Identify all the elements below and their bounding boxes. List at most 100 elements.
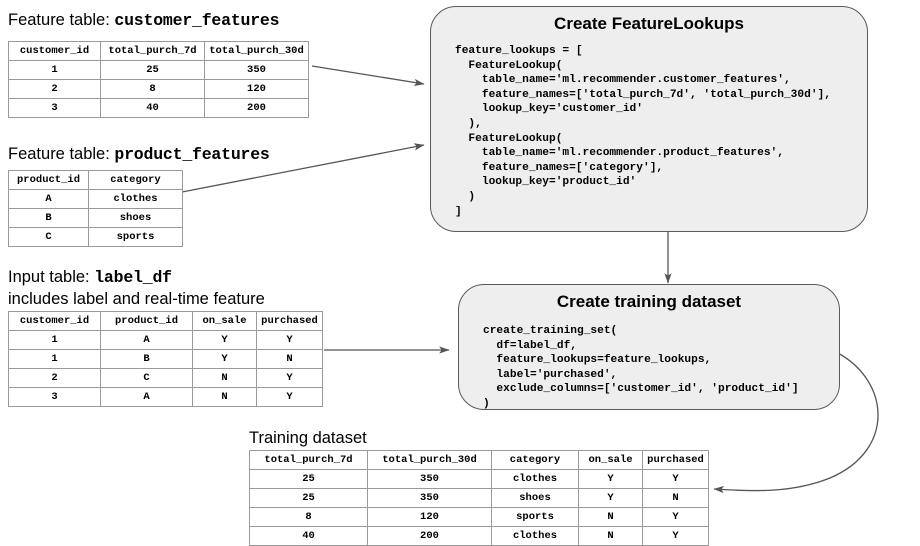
table-cell: 200 [367, 526, 492, 546]
table-cell: Y [642, 507, 709, 527]
column-header: on_sale [578, 450, 643, 470]
table-cell: 8 [100, 79, 205, 99]
table-cell: Y [192, 349, 257, 369]
customer-features-table-name: customer_features [114, 11, 280, 30]
table-cell: Y [192, 330, 257, 350]
table-row: 2 8 120 [8, 79, 309, 99]
table-cell: 1 [8, 330, 101, 350]
table-cell: shoes [88, 208, 183, 228]
create-training-dataset-title: Create training dataset [556, 292, 742, 311]
column-header: total_purch_7d [100, 41, 205, 61]
table-cell: B [100, 349, 193, 369]
product-features-table-name: product_features [114, 145, 270, 164]
table-cell: N [642, 488, 709, 508]
create-featurelookups-box: Create FeatureLookups feature_lookups = … [430, 6, 868, 232]
table-cell: 200 [204, 98, 309, 118]
training-dataset-table: total_purch_7d total_purch_30d category … [249, 450, 709, 546]
arrow-customer-features-to-lookups [311, 65, 425, 87]
customer-features-caption: Feature table: customer_features [8, 10, 280, 31]
table-cell: C [100, 368, 193, 388]
table-cell: N [256, 349, 323, 369]
table-cell: 350 [204, 60, 309, 80]
table-cell: 120 [367, 507, 492, 527]
column-header: customer_id [8, 311, 101, 331]
table-row: C sports [8, 227, 183, 247]
column-header: product_id [100, 311, 193, 331]
table-row: 3 A N Y [8, 387, 323, 407]
table-cell: clothes [88, 189, 183, 209]
table-cell: Y [642, 526, 709, 546]
featurelookups-code-block: feature_lookups = [ FeatureLookup( table… [455, 45, 831, 218]
table-cell: Y [642, 469, 709, 489]
table-cell: 40 [249, 526, 368, 546]
table-cell: 350 [367, 488, 492, 508]
table-cell: sports [88, 227, 183, 247]
training-set-code-block: create_training_set( df=label_df, featur… [483, 325, 799, 410]
label-df-table: customer_id product_id on_sale purchased… [8, 311, 323, 407]
table-cell: 8 [249, 507, 368, 527]
table-cell: 3 [8, 387, 101, 407]
customer-features-caption-prefix: Feature table: [8, 11, 115, 29]
label-df-caption-line2: includes label and real-time feature [8, 290, 265, 308]
table-cell: 1 [8, 349, 101, 369]
table-row: 25 350 clothes Y Y [249, 469, 709, 489]
table-row: 1 25 350 [8, 60, 309, 80]
table-header-row: customer_id total_purch_7d total_purch_3… [8, 41, 309, 61]
table-cell: 2 [8, 368, 101, 388]
table-cell: N [192, 368, 257, 388]
table-cell: N [192, 387, 257, 407]
column-header: customer_id [8, 41, 101, 61]
table-header-row: total_purch_7d total_purch_30d category … [249, 450, 709, 470]
table-header-row: product_id category [8, 170, 183, 190]
table-cell: A [100, 387, 193, 407]
table-cell: B [8, 208, 89, 228]
table-cell: 25 [249, 488, 368, 508]
table-row: 1 A Y Y [8, 330, 323, 350]
table-cell: 40 [100, 98, 205, 118]
table-row: 40 200 clothes N Y [249, 526, 709, 546]
table-cell: 120 [204, 79, 309, 99]
label-df-caption-prefix: Input table: [8, 268, 95, 286]
table-row: B shoes [8, 208, 183, 228]
column-header: total_purch_30d [367, 450, 492, 470]
table-cell: sports [491, 507, 579, 527]
table-cell: clothes [491, 469, 579, 489]
column-header: product_id [8, 170, 89, 190]
table-cell: Y [256, 330, 323, 350]
table-cell: 2 [8, 79, 101, 99]
table-cell: N [578, 526, 643, 546]
table-cell: Y [578, 469, 643, 489]
table-row: 1 B Y N [8, 349, 323, 369]
table-cell: 25 [100, 60, 205, 80]
table-cell: shoes [491, 488, 579, 508]
column-header: total_purch_30d [204, 41, 309, 61]
product-features-table: product_id category A clothes B shoes C … [8, 170, 183, 247]
table-row: 2 C N Y [8, 368, 323, 388]
table-header-row: customer_id product_id on_sale purchased [8, 311, 323, 331]
table-cell: Y [256, 387, 323, 407]
table-cell: Y [256, 368, 323, 388]
table-row: A clothes [8, 189, 183, 209]
column-header: category [88, 170, 183, 190]
product-features-caption-prefix: Feature table: [8, 145, 115, 163]
column-header: purchased [642, 450, 709, 470]
table-cell: A [8, 189, 89, 209]
table-cell: N [578, 507, 643, 527]
table-cell: C [8, 227, 89, 247]
label-df-caption-line1: Input table: label_df [8, 267, 172, 288]
table-cell: 3 [8, 98, 101, 118]
table-cell: A [100, 330, 193, 350]
table-row: 8 120 sports N Y [249, 507, 709, 527]
table-row: 25 350 shoes Y N [249, 488, 709, 508]
table-cell: clothes [491, 526, 579, 546]
column-header: category [491, 450, 579, 470]
create-training-dataset-box: Create training dataset create_training_… [458, 284, 840, 410]
training-dataset-caption: Training dataset [249, 429, 367, 447]
table-cell: Y [578, 488, 643, 508]
table-row: 3 40 200 [8, 98, 309, 118]
column-header: total_purch_7d [249, 450, 368, 470]
product-features-caption: Feature table: product_features [8, 144, 270, 165]
customer-features-table: customer_id total_purch_7d total_purch_3… [8, 41, 309, 118]
label-df-table-name: label_df [94, 268, 172, 287]
